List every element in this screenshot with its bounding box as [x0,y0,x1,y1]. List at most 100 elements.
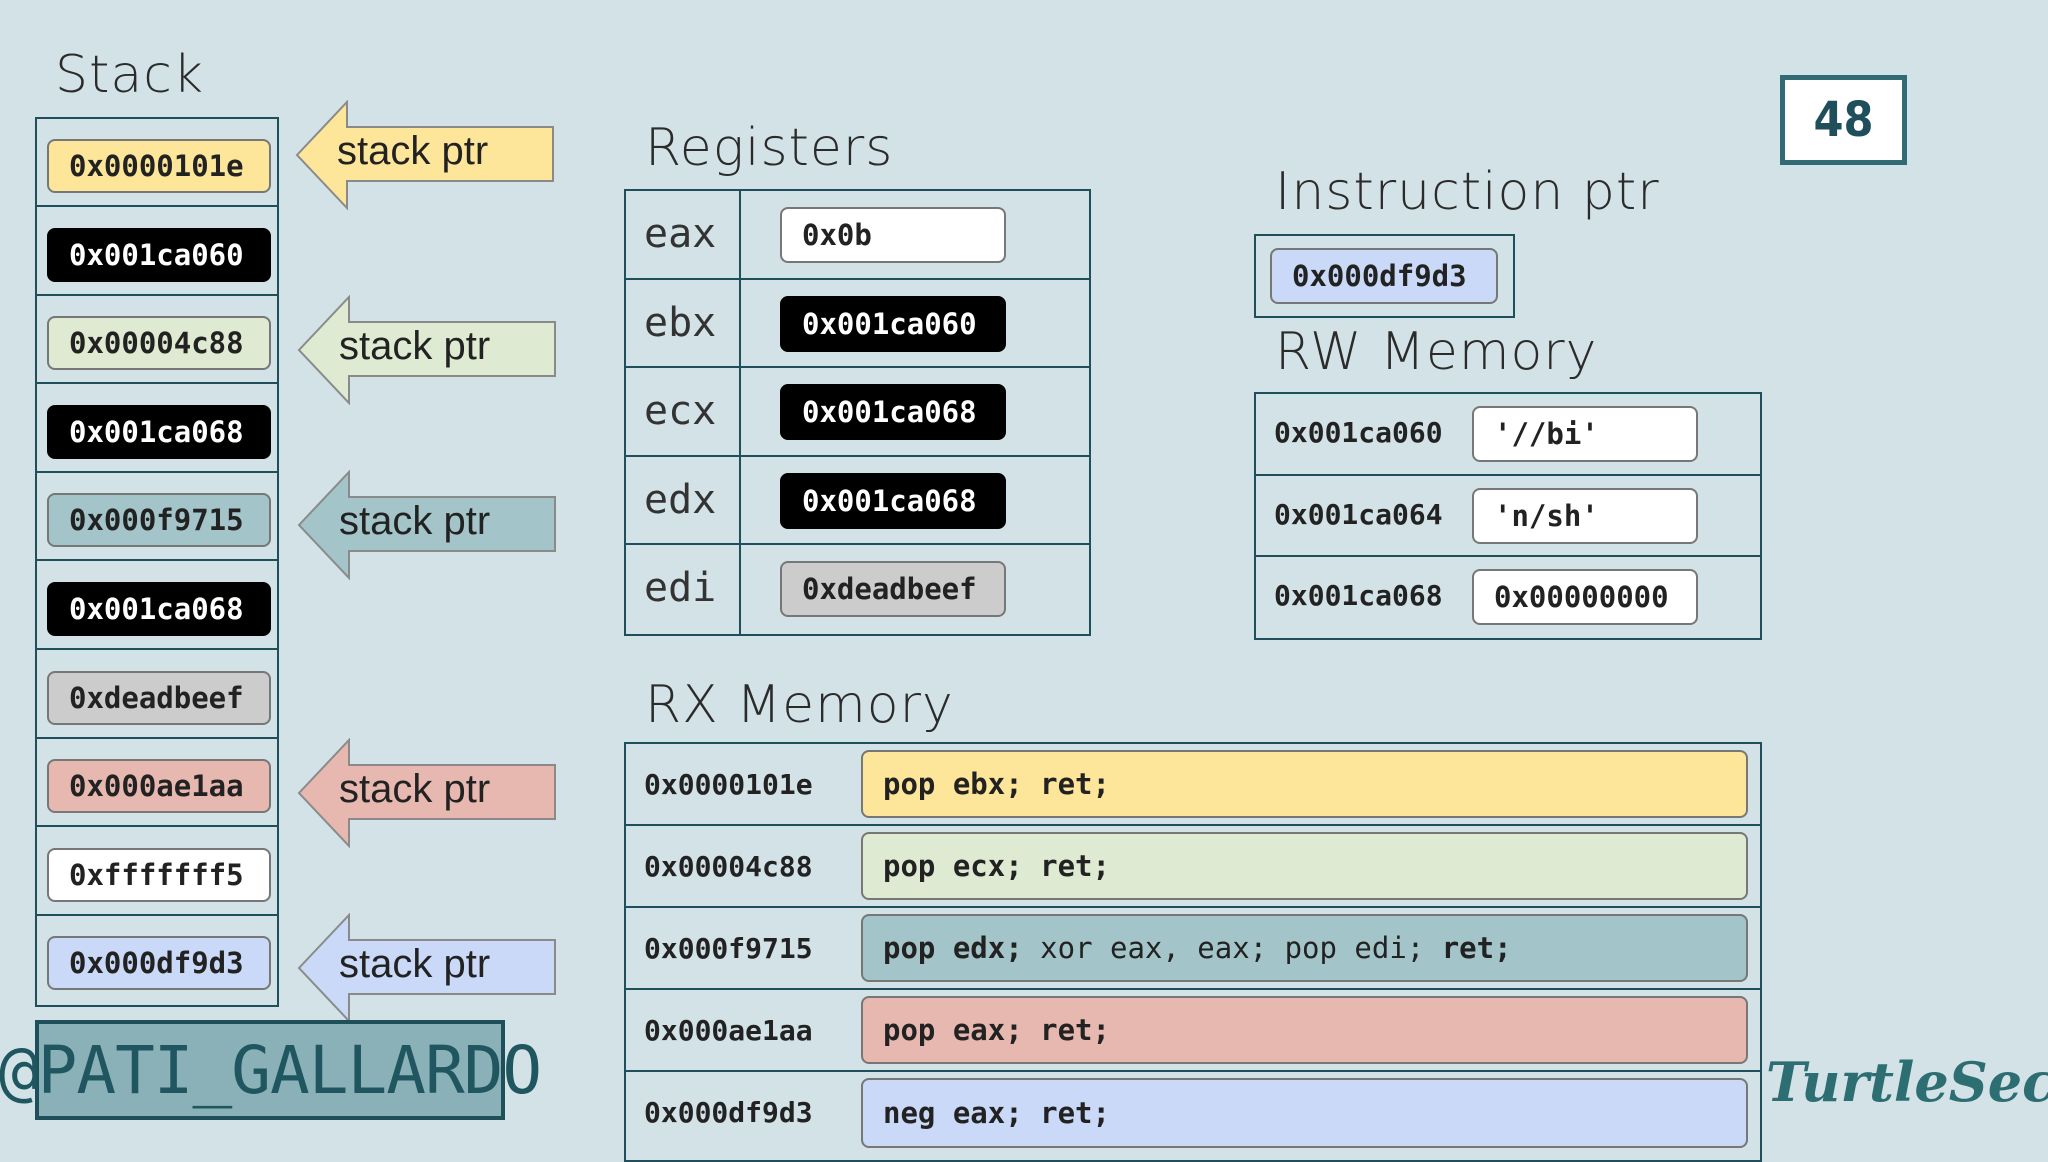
stack-ptr-arrow: stack ptr [295,100,555,210]
register-name: eax [644,211,717,257]
rw-memory-heading: RW Memory [1275,322,1598,382]
register-value: 0x001ca060 [780,295,1006,352]
rw-address: 0x001ca064 [1274,497,1443,531]
rw-address: 0x001ca060 [1274,416,1443,449]
left-arrow-icon [297,738,556,848]
rx-address: 0x000df9d3 [644,1096,813,1129]
left-arrow-icon [295,100,554,210]
gadget-code: pop ebx; ret; [861,750,1748,818]
register-value: 0x0b [780,207,1006,263]
rw-value: '//bi' [1472,406,1698,462]
gadget-instruction: xor eax, eax; pop edi; [1022,931,1442,965]
registers-heading: Registers [645,118,894,178]
stack-ptr-label: stack ptr [339,767,491,811]
gadget-instruction: neg eax; ret; [883,1096,1110,1130]
stack-value: 0x000ae1aa [47,759,271,814]
register-value: 0x001ca068 [780,472,1006,529]
rw-address: 0x001ca068 [1274,579,1443,612]
stack-column: 0x0000101e 0x001ca060 0x00004c88 0x001ca068… [35,117,279,1007]
gadget-instruction: pop ecx; ret; [883,849,1110,883]
stack-ptr-label: stack ptr [339,324,491,368]
gadget-instruction: pop eax; ret; [883,1013,1110,1047]
register-name: edx [644,476,717,523]
rx-memory-row: 0x00004c88 pop ecx; ret; [626,826,1760,908]
stack-slot: 0x000df9d3 [37,916,277,1004]
rx-address: 0x000f9715 [644,932,813,965]
stack-value: 0x00004c88 [47,316,271,371]
stack-heading: Stack [55,45,204,105]
gadget-instruction: pop ebx; ret; [883,767,1110,801]
gadget-instruction: pop edx; [883,931,1023,965]
left-arrow-icon [297,470,556,580]
register-name: ebx [644,299,717,346]
gadget-code: pop ecx; ret; [861,832,1748,900]
instruction-ptr-value: 0x000df9d3 [1270,248,1498,304]
stack-ptr-label: stack ptr [339,942,491,986]
register-divider [739,545,741,634]
stack-ptr-arrow: stack ptr [297,913,557,1023]
register-row: ecx 0x001ca068 [626,368,1089,457]
rw-memory-row: 0x001ca064 'n/sh' [1256,476,1760,557]
stack-value: 0x000df9d3 [47,936,271,991]
stack-value: 0x0000101e [47,139,271,193]
instruction-ptr-box: 0x000df9d3 [1254,234,1515,318]
register-divider [739,368,741,455]
register-value: 0x001ca068 [780,384,1006,441]
rx-address: 0x000ae1aa [644,1014,813,1047]
stack-slot: 0x001ca060 [37,208,277,296]
rw-value: 0x00000000 [1472,569,1698,625]
left-arrow-icon [297,913,556,1023]
rx-address: 0x00004c88 [644,850,813,883]
instruction-ptr-heading: Instruction ptr [1275,162,1660,222]
register-row: edx 0x001ca068 [626,456,1089,546]
register-name: ecx [644,388,717,435]
stack-slot: 0x001ca068 [37,562,277,650]
register-name: edi [644,565,717,612]
rx-memory-heading: RX Memory [645,675,954,735]
register-row: ebx 0x001ca060 [626,279,1089,369]
stack-ptr-arrow: stack ptr [297,738,557,848]
rx-memory-row: 0x000f9715 pop edx; xor eax, eax; pop edi… [626,908,1760,990]
stack-slot: 0x0000101e [37,119,277,207]
slide-number: 48 [1780,75,1907,165]
stack-slot: 0xfffffff5 [37,828,277,916]
rw-value: 'n/sh' [1472,487,1698,544]
rx-memory-row: 0x0000101e pop ebx; ret; [626,744,1760,826]
registers-table: eax 0x0b ebx 0x001ca060 ecx 0x001ca068 edx 0x00… [624,189,1091,636]
stack-value: 0x001ca068 [47,582,271,636]
gadget-code: pop eax; ret; [861,996,1748,1064]
register-divider [739,279,741,367]
gadget-instruction: ret; [1441,931,1512,965]
stack-ptr-arrow: stack ptr [297,295,557,405]
author-handle-badge: @PATI_GALLARDO [0,1020,542,1120]
gadget-code: pop edx; xor eax, eax; pop edi; ret; [861,914,1748,982]
register-value: 0xdeadbeef [780,561,1006,618]
rx-memory-row: 0x000ae1aa pop eax; ret; [626,990,1760,1072]
stack-value: 0x001ca068 [47,404,271,459]
stack-ptr-label: stack ptr [339,499,491,543]
rw-memory-row: 0x001ca060 '//bi' [1256,394,1760,476]
stack-value: 0x001ca060 [47,227,271,282]
register-row: edi 0xdeadbeef [626,545,1089,634]
rw-memory-row: 0x001ca068 0x00000000 [1256,557,1760,639]
stack-slot: 0x001ca068 [37,385,277,473]
stack-ptr-arrow: stack ptr [297,470,557,580]
stack-slot: 0xdeadbeef [37,651,277,739]
stack-slot: 0x000ae1aa [37,739,277,828]
register-row: eax 0x0b [626,191,1089,280]
stack-slot: 0x00004c88 [37,296,277,385]
left-arrow-icon [297,295,556,405]
rw-memory-table: 0x001ca060'//bi'0x001ca064'n/sh'0x001ca0… [1254,392,1762,640]
register-divider [739,191,741,278]
turtlesec-logo: TurtleSec [1766,1050,2048,1114]
stack-ptr-label: stack ptr [337,129,489,173]
gadget-code: neg eax; ret; [861,1078,1748,1148]
rx-memory-table: 0x0000101e pop ebx; ret; 0x00004c88 pop ecx… [624,742,1762,1162]
stack-value: 0xdeadbeef [47,670,271,725]
rx-address: 0x0000101e [644,768,813,801]
stack-value: 0x000f9715 [47,493,271,548]
register-divider [739,456,741,544]
rx-memory-row: 0x000df9d3 neg eax; ret; [626,1072,1760,1154]
stack-value: 0xfffffff5 [47,847,271,902]
stack-slot: 0x000f9715 [37,473,277,562]
